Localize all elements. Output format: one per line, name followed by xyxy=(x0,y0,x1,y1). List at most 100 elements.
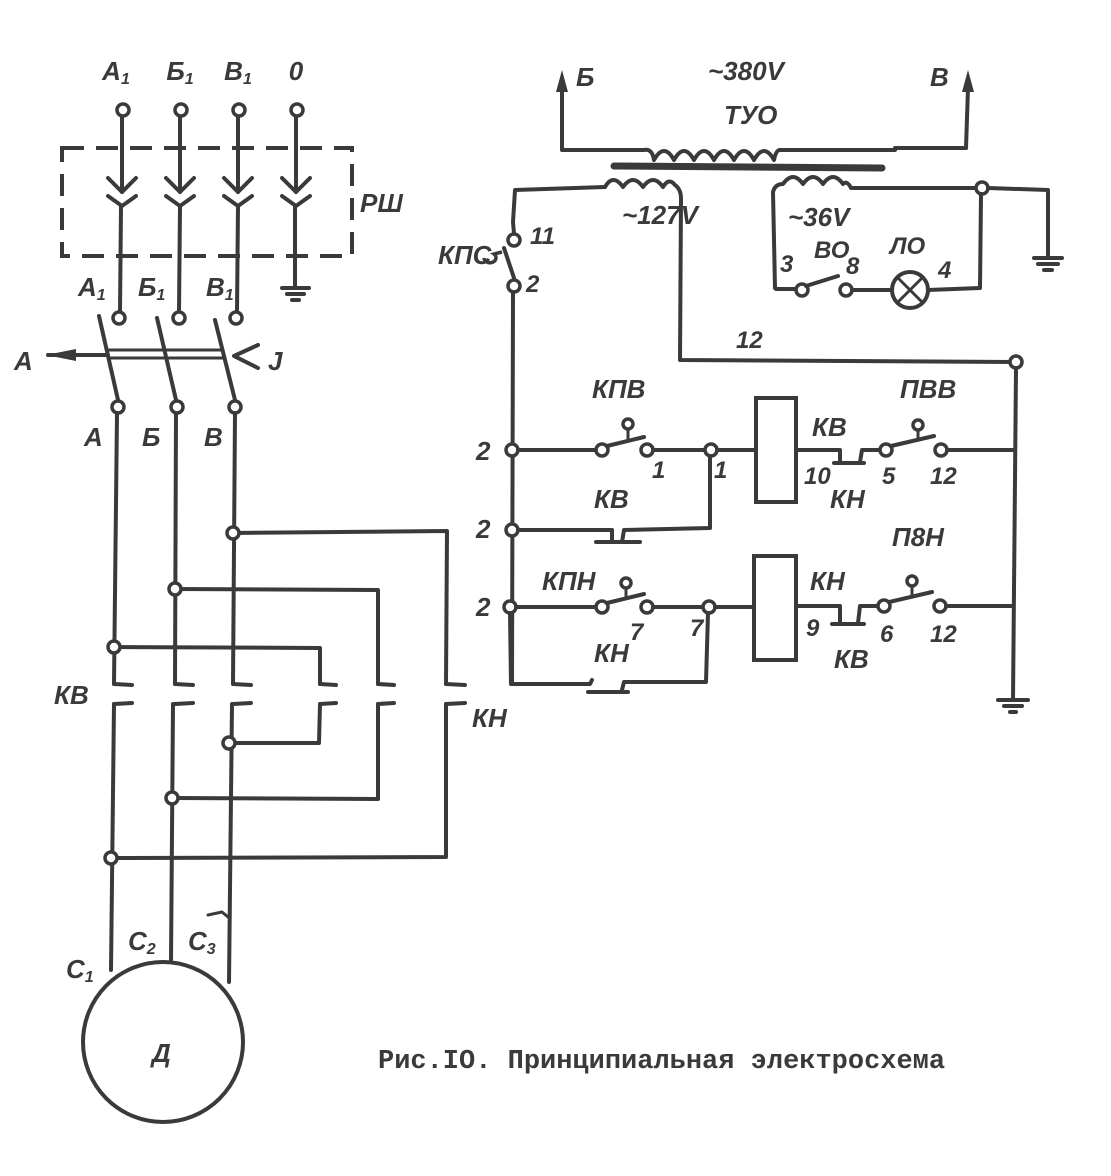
lighting-winding xyxy=(771,175,983,290)
reverse-limit-switch[interactable] xyxy=(887,590,934,604)
forward-start-button-label: КПВ xyxy=(592,374,645,404)
motor-label: Д xyxy=(150,1038,171,1068)
switch-output-label: Б xyxy=(142,422,160,452)
control-circuit: КПС 11 2 12 2 2 2 xyxy=(438,220,1030,714)
ground-icon xyxy=(996,698,1030,714)
reverse-coil-label: КН xyxy=(810,566,846,596)
svg-text:В1: В1 xyxy=(224,56,252,88)
svg-text:C3: C3 xyxy=(188,926,216,958)
wire-label: 8 xyxy=(846,253,860,280)
plug-pin-v1 xyxy=(222,102,254,326)
lighting-voltage-label: ~36V xyxy=(788,202,852,232)
motor-terminal-label: C xyxy=(128,926,148,956)
forward-start-button[interactable] xyxy=(605,435,646,448)
svg-text:0: 0 xyxy=(289,56,304,86)
reverse-start-button-label: КПН xyxy=(542,566,597,596)
wire-label: 11 xyxy=(530,223,555,250)
wire-label: 3 xyxy=(780,251,794,278)
svg-text:C1: C1 xyxy=(66,954,94,986)
wire-label: 2 xyxy=(475,514,491,544)
reverse-rung: КПН 7 7 КН КН 9 КВ 6 П8Н 12 xyxy=(502,522,1015,694)
svg-text:C2: C2 xyxy=(128,926,156,958)
transformer: ~380V ТУО Б В ~127V ~36V xyxy=(511,56,1064,370)
phase-b-label: Б xyxy=(576,62,594,92)
plug-pin-a1 xyxy=(106,102,138,326)
wire-label: 10 xyxy=(804,463,831,490)
plug-input-label: 0 xyxy=(289,56,304,86)
wire-label: 2 xyxy=(475,436,491,466)
svg-text:В1: В1 xyxy=(206,272,234,304)
plug-pin-neutral xyxy=(280,102,312,290)
svg-text:Б1: Б1 xyxy=(138,272,165,304)
svg-text:Б1: Б1 xyxy=(166,56,193,88)
wire-label: 5 xyxy=(882,463,896,490)
forward-interlock-label: КН xyxy=(830,484,866,514)
plug-connector-label: РШ xyxy=(360,188,403,218)
switch-output-label: В xyxy=(204,422,223,452)
forward-hold-contact-label: КВ xyxy=(594,484,629,514)
reverse-limit-switch-label: П8Н xyxy=(892,522,945,552)
forward-limit-switch-label: ПВВ xyxy=(900,374,956,404)
arrow-up-icon xyxy=(962,70,974,92)
forward-coil-label: КВ xyxy=(812,412,847,442)
control-voltage-label: ~127V xyxy=(622,200,701,230)
control-switch-label: КПС xyxy=(438,240,493,270)
wire-label: 2 xyxy=(475,592,491,622)
contactor-kv-label: КВ xyxy=(54,680,89,710)
lighting-circuit: 3 ВО 8 ЛО 4 xyxy=(773,192,983,310)
svg-text:А1: А1 xyxy=(77,272,106,304)
lighting-switch-label: ВО xyxy=(814,237,850,264)
switch-input-label: Б xyxy=(138,272,156,302)
wire-label: 1 xyxy=(652,457,665,484)
wire-label: 12 xyxy=(736,327,763,354)
switch-input-label: А xyxy=(77,272,97,302)
contactor-kv-contacts xyxy=(112,682,253,706)
motor-terminal-label: C xyxy=(66,954,86,984)
switch-output-label: А xyxy=(83,422,103,452)
reverse-interlock-label: КВ xyxy=(834,644,869,674)
motor-icon xyxy=(81,960,245,1124)
reverse-hold-contact-label: КН xyxy=(594,638,630,668)
transformer-core xyxy=(610,162,886,172)
primary-voltage-label: ~380V xyxy=(708,56,787,86)
main-switch: А1 Б1 В1 А J А Б В xyxy=(13,272,283,452)
motor-terminal-label: C xyxy=(188,926,208,956)
wire-label: 9 xyxy=(806,615,820,642)
chevron-left-icon xyxy=(232,343,260,370)
plug-input-label: А xyxy=(101,56,121,86)
plug-input-label: В xyxy=(224,56,243,86)
svg-text:А1: А1 xyxy=(101,56,130,88)
switch-blade xyxy=(213,318,237,402)
lamp-label: ЛО xyxy=(888,233,925,260)
wire-label: 2 xyxy=(525,271,540,298)
wire-label: 6 xyxy=(880,621,894,648)
figure-caption: Рис.IO. Принципиальная электросхема xyxy=(378,1047,945,1077)
transformer-label: ТУО xyxy=(724,100,777,130)
control-winding xyxy=(603,178,683,201)
ground-icon xyxy=(280,286,311,302)
switch-input-label: В xyxy=(206,272,225,302)
primary-winding xyxy=(642,147,792,162)
wire-label: 4 xyxy=(937,257,951,284)
wire-label: 12 xyxy=(930,463,957,490)
forward-coil xyxy=(754,396,798,504)
wire-label: 12 xyxy=(930,621,957,648)
phase-v-label: В xyxy=(930,62,949,92)
contactor-kh-contacts xyxy=(318,682,467,706)
forward-rung: КПВ 1 1 КВ КВ 10 КН 5 ПВВ 12 xyxy=(504,374,1016,544)
control-switch[interactable] xyxy=(502,246,516,280)
forward-limit-switch[interactable] xyxy=(889,434,936,448)
lighting-switch[interactable] xyxy=(804,274,840,288)
reversing-contactors: КВ КН xyxy=(54,411,508,984)
switch-off-label: А xyxy=(13,346,33,376)
wire-label: 7 xyxy=(690,615,705,642)
arrow-up-icon xyxy=(556,70,568,92)
lamp-icon xyxy=(890,270,930,310)
plug-input-label: Б xyxy=(166,56,184,86)
reverse-coil xyxy=(752,554,798,662)
motor: Д C1 C2 C3 xyxy=(66,926,245,1124)
wire-label: 7 xyxy=(630,619,645,646)
switch-on-label: J xyxy=(268,346,283,376)
plug-pin-b1 xyxy=(164,102,196,326)
